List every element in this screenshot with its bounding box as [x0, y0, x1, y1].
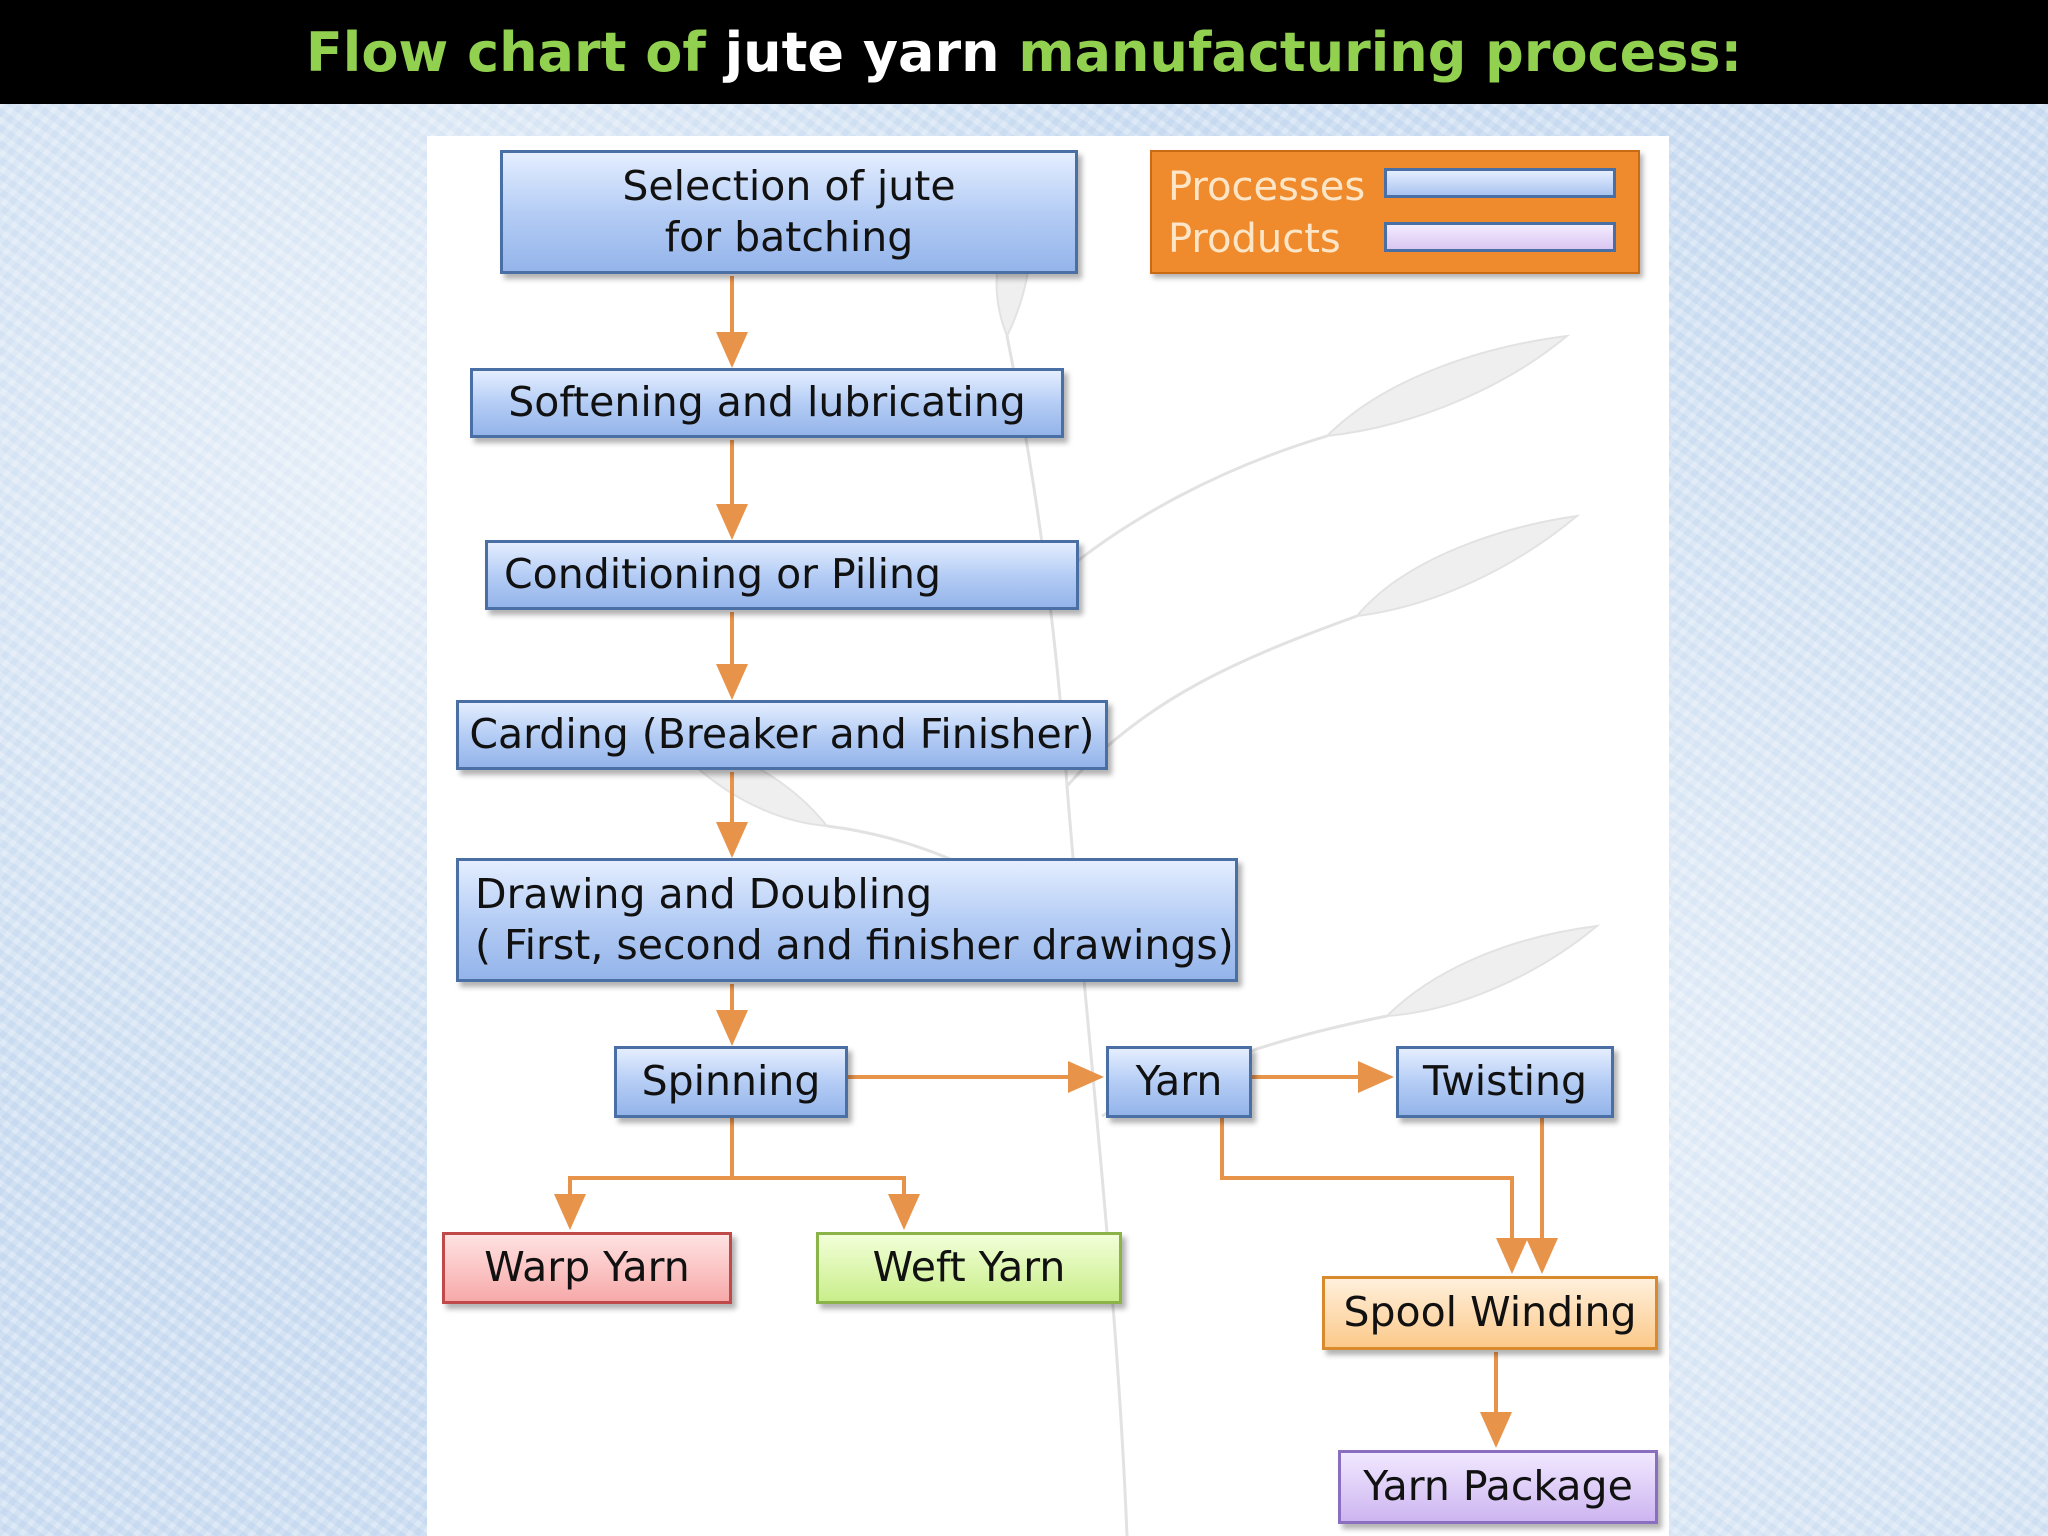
node-spinning: Spinning [614, 1046, 848, 1118]
node-yarn: Yarn [1106, 1046, 1252, 1118]
title-part-2: jute yarn [724, 20, 1000, 84]
node-conditioning-label: Conditioning or Piling [504, 550, 942, 599]
node-carding: Carding (Breaker and Finisher) [456, 700, 1108, 770]
node-softening: Softening and lubricating [470, 368, 1064, 438]
node-selection-of-jute: Selection of jute for batching [500, 150, 1078, 274]
node-carding-label: Carding (Breaker and Finisher) [469, 710, 1095, 759]
title-bar: Flow chart of jute yarn manufacturing pr… [0, 0, 2048, 104]
node-yarn-package-label: Yarn Package [1363, 1462, 1633, 1511]
node-drawing-line2: ( First, second and finisher drawings) [475, 921, 1234, 969]
node-yarn-package: Yarn Package [1338, 1450, 1658, 1524]
node-drawing-line1: Drawing and Doubling [475, 869, 933, 918]
legend-products-label: Products [1168, 216, 1341, 262]
node-twisting-label: Twisting [1422, 1057, 1588, 1106]
node-warp-yarn: Warp Yarn [442, 1232, 732, 1304]
node-twisting: Twisting [1396, 1046, 1614, 1118]
node-selection-label: Selection of jute for batching [622, 161, 956, 261]
node-yarn-label: Yarn [1135, 1057, 1223, 1106]
title-part-3: manufacturing process: [999, 20, 1743, 84]
node-drawing-doubling: Drawing and Doubling ( First, second and… [456, 858, 1238, 982]
node-spinning-label: Spinning [641, 1057, 821, 1106]
legend-processes-swatch [1384, 168, 1616, 198]
node-weft-yarn-label: Weft Yarn [872, 1243, 1066, 1292]
title-part-1: Flow chart of [305, 20, 725, 84]
node-spool-winding: Spool Winding [1322, 1276, 1658, 1350]
node-conditioning: Conditioning or Piling [485, 540, 1079, 610]
page-title: Flow chart of jute yarn manufacturing pr… [306, 21, 1742, 84]
node-softening-label: Softening and lubricating [508, 378, 1026, 427]
legend: Processes Products [1150, 150, 1640, 274]
node-spool-winding-label: Spool Winding [1343, 1288, 1637, 1337]
legend-products-swatch [1384, 222, 1616, 252]
legend-processes-label: Processes [1168, 164, 1366, 210]
node-warp-yarn-label: Warp Yarn [484, 1243, 690, 1292]
node-weft-yarn: Weft Yarn [816, 1232, 1122, 1304]
